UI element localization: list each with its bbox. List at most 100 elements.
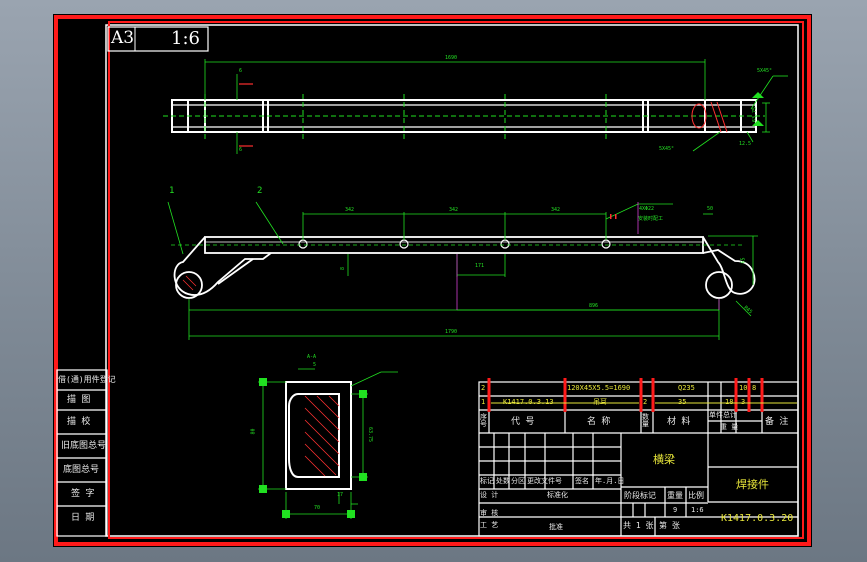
dim-pitch-2: 342	[449, 207, 459, 213]
dim-pitch-3: 342	[551, 207, 561, 213]
front-view-holes	[298, 239, 611, 249]
left-strip-lines	[56, 369, 108, 537]
bom-row2-seq: 2	[481, 384, 486, 392]
bom-row1-material: 35	[678, 398, 687, 406]
rev-col-mark: 标记	[480, 477, 494, 485]
top-view-right-detail	[691, 101, 728, 133]
bom-row1-unit-weight: 18	[725, 398, 734, 406]
bom-header-weight-bottom: 重 量	[720, 423, 739, 431]
title-drawing-number: K1417.0.3.20	[721, 513, 794, 524]
title-block-lines	[478, 381, 799, 537]
bom-header-code: 代 号	[511, 417, 535, 427]
front-view-hidden	[456, 202, 720, 310]
top-view-markers	[752, 92, 764, 126]
bom-row1-seq: 1	[481, 398, 486, 406]
dim-right-height: 65	[740, 257, 747, 264]
tb-approve: 批准	[549, 523, 563, 531]
tb-process: 工 艺	[480, 521, 499, 529]
tb-design: 设 计	[480, 491, 499, 499]
section-hatch	[304, 395, 340, 477]
bom-row1-code: K1417.0.3.13	[503, 398, 554, 406]
dim-top-left-mark: 6	[239, 68, 243, 74]
dim-section-height: 80	[250, 428, 257, 435]
tb-scale-value: 1:6	[691, 506, 704, 514]
dim-section-width: 70	[314, 505, 321, 511]
tb-weight-value: 9	[673, 506, 678, 514]
left-strip-base: 底图总号	[63, 465, 100, 475]
inner-border	[105, 24, 799, 537]
bom-header-name: 名 称	[587, 417, 611, 427]
bom-header-weight-top: 单件总计	[709, 411, 737, 419]
rev-col-zone: 分区	[511, 477, 525, 485]
top-view-centerlines	[163, 94, 765, 139]
dim-pitch-1: 342	[345, 207, 355, 213]
sheet-size-label: A3	[111, 28, 135, 48]
section-small: 5	[313, 362, 317, 368]
bom-row1-qty: 2	[643, 398, 648, 406]
left-strip-signature: 签 字	[71, 489, 95, 499]
bom-row2-material: Q235	[678, 384, 695, 392]
bom-red-marks	[487, 378, 764, 412]
hole-note: 4XΦ22	[639, 206, 655, 212]
dim-span-896: 896	[589, 303, 599, 309]
bom-header-note: 备 注	[765, 417, 789, 427]
bom-row2-total-weight: 10	[739, 384, 748, 392]
left-strip-reuse: 借(通)用件登记	[58, 375, 116, 384]
tb-sheet-no: 第 张	[659, 521, 680, 530]
top-view-section-arrows	[239, 83, 253, 147]
tb-scale-label: 比例	[688, 491, 704, 500]
dim-top-overall: 1690	[445, 55, 458, 61]
bom-header-qty: 数量	[642, 413, 649, 428]
bom-row2-note: 8	[752, 384, 757, 392]
dim-section-inner: 63.75	[367, 426, 374, 443]
bom-header-material: 材 料	[667, 417, 691, 427]
rev-col-date: 年.月.日	[595, 477, 625, 485]
front-view-ticks	[610, 214, 617, 219]
title-part-name: 横梁	[653, 453, 675, 466]
dim-chamfer-top: 5X45°	[757, 68, 773, 74]
left-strip-old-base: 旧底图总号	[61, 441, 107, 451]
left-strip-trace-check: 描 校	[67, 417, 91, 427]
bom-row1-name: 吊耳	[593, 398, 607, 406]
dim-mid-gap: 171	[475, 263, 485, 269]
bom-row2-name: 120X45X5.5=1690	[567, 384, 631, 392]
dim-total-1790: 1790	[445, 329, 458, 335]
rev-col-doc: 更改文件号	[527, 477, 562, 485]
tb-weight-label: 重量	[667, 491, 683, 500]
rev-col-sign: 签名	[575, 477, 589, 485]
front-view	[173, 236, 756, 299]
dim-section-bottom: 17	[337, 492, 344, 498]
sheet-size-box	[107, 26, 209, 52]
left-strip-date: 日 期	[71, 513, 95, 523]
dim-end-height: 63.75	[752, 106, 759, 123]
dim-left-small: 8	[340, 266, 347, 271]
front-view-dim-lines	[167, 201, 758, 340]
section-view	[285, 381, 352, 490]
dim-end-small: 12.5	[739, 141, 752, 147]
sheet-scale-label: 1:6	[171, 28, 200, 49]
drawing-canvas	[54, 15, 811, 546]
left-strip-trace: 描 图	[67, 395, 91, 405]
front-view-hatch	[182, 275, 197, 291]
bom-row1-total-weight: 3	[741, 398, 746, 406]
tb-standardize: 标准化	[547, 491, 568, 499]
dim-right-gap: 50	[707, 206, 714, 212]
dim-top-left-mark2: 6	[239, 147, 243, 153]
rev-col-count: 处数	[496, 477, 510, 485]
section-dim-lines	[258, 368, 398, 519]
section-markers	[259, 378, 367, 518]
inner-red-border	[108, 21, 804, 539]
tb-sheet-total: 共 1 张	[623, 521, 654, 530]
tb-stage-mark: 阶段标记	[624, 491, 656, 500]
top-dimension-lines	[204, 59, 788, 154]
dim-chamfer-bottom: 5X45°	[659, 146, 675, 152]
bom-header-seq: 序号	[480, 413, 487, 428]
balloon-part-1: 1	[169, 186, 175, 196]
tb-review: 审 核	[480, 509, 499, 517]
hole-note-2: 安装时配工	[638, 216, 664, 222]
drawing-sheet: A3 1:6 1690 6 6 5X45° 5X45° 63.75 12.5 1…	[53, 14, 812, 547]
section-label: A-A	[307, 354, 317, 360]
title-drawing-type: 焊接件	[736, 478, 769, 491]
balloon-part-2: 2	[257, 186, 263, 196]
outer-red-frame	[54, 15, 811, 546]
